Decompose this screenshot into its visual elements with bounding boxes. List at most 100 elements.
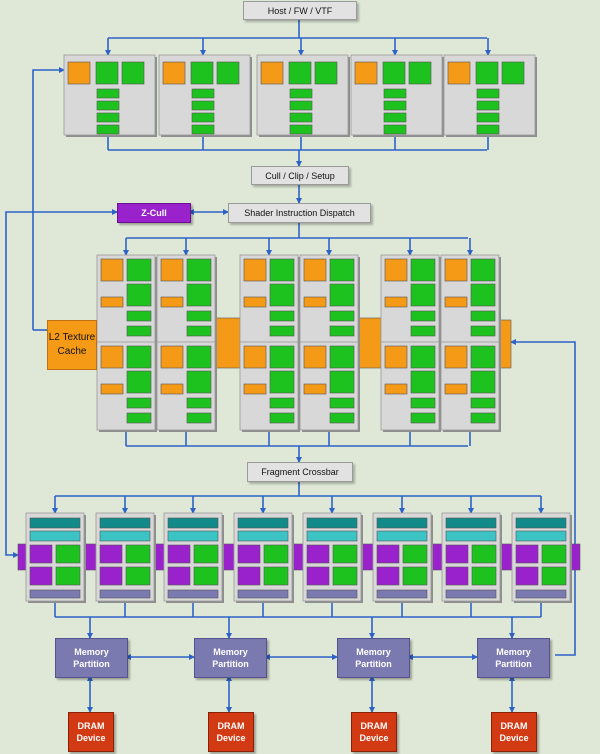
texture-band bbox=[356, 317, 382, 369]
l2-texture-cache-box: L2 Texture Cache bbox=[47, 320, 97, 370]
fragment-tex-unit bbox=[303, 258, 327, 282]
dram-label: DRAM Device bbox=[216, 721, 246, 743]
fragment-alu-small bbox=[186, 412, 212, 424]
rop-purple-unit bbox=[167, 544, 191, 564]
vertex-fifo-unit bbox=[96, 112, 120, 123]
fragment-alu-unit bbox=[329, 258, 355, 282]
vertex-alu-unit bbox=[121, 61, 145, 85]
fragment-alu-unit bbox=[329, 345, 355, 369]
vertex-fifo-unit bbox=[476, 100, 500, 111]
fragment-alu-small bbox=[410, 325, 436, 337]
fragment-tex-cache bbox=[444, 383, 468, 395]
vertex-fifo-unit bbox=[383, 100, 407, 111]
rop-to-zcull-arrow bbox=[5, 209, 118, 495]
rop-cyan-unit bbox=[376, 530, 428, 542]
vertex-fifo-unit bbox=[191, 112, 215, 123]
fragment-tex-cache bbox=[384, 383, 408, 395]
processing-blocks bbox=[17, 54, 581, 603]
fragment-alu-unit bbox=[126, 283, 152, 307]
rop-green-unit bbox=[125, 544, 151, 564]
rop-teal-unit bbox=[306, 517, 358, 529]
rop-green-unit bbox=[332, 544, 358, 564]
rop-green-unit bbox=[193, 566, 219, 586]
rop-green-unit bbox=[402, 566, 428, 586]
dram-device-4: DRAM Device bbox=[491, 712, 537, 752]
fragment-tex-unit bbox=[303, 345, 327, 369]
fragment-tex-unit bbox=[100, 345, 124, 369]
fragment-tex-cache bbox=[444, 296, 468, 308]
host-interface-box: Host / FW / VTF bbox=[243, 1, 357, 20]
host-label: Host / FW / VTF bbox=[267, 5, 333, 16]
shader-dispatch-box: Shader Instruction Dispatch bbox=[228, 203, 371, 223]
memory-partition-label: Memory Partition bbox=[355, 647, 392, 669]
rop-lavender-unit bbox=[306, 589, 358, 599]
fragment-alu-unit bbox=[269, 283, 295, 307]
fragment-alu-small bbox=[329, 412, 355, 424]
memory-to-l2-arrow bbox=[510, 339, 576, 656]
fragment-tex-unit bbox=[100, 258, 124, 282]
fragment-tex-unit bbox=[444, 345, 468, 369]
vertex-fifo-unit bbox=[476, 124, 500, 135]
rop-teal-unit bbox=[515, 517, 567, 529]
fragment-crossbar-box: Fragment Crossbar bbox=[247, 462, 353, 482]
vertex-fifo-unit bbox=[191, 124, 215, 135]
vertex-alu-unit bbox=[216, 61, 240, 85]
fragment-alu-small bbox=[269, 412, 295, 424]
vertex-alu-unit bbox=[190, 61, 214, 85]
vertex-fifo-unit bbox=[383, 88, 407, 99]
fragment-alu-unit bbox=[126, 258, 152, 282]
l2-to-vertex-arrow bbox=[32, 67, 65, 330]
vertex-fifo-unit bbox=[476, 112, 500, 123]
fragment-alu-unit bbox=[329, 283, 355, 307]
fragment-tex-unit bbox=[243, 345, 267, 369]
fragment-alu-small bbox=[186, 397, 212, 409]
rop-lavender-unit bbox=[99, 589, 151, 599]
fragment-alu-unit bbox=[470, 283, 496, 307]
fragment-tex-unit bbox=[444, 258, 468, 282]
fragment-tex-unit bbox=[384, 345, 408, 369]
dram-label: DRAM Device bbox=[76, 721, 106, 743]
fragment-alu-unit bbox=[186, 345, 212, 369]
rop-purple-unit bbox=[237, 566, 261, 586]
rop-green-unit bbox=[55, 566, 81, 586]
rop-purple-unit bbox=[99, 566, 123, 586]
vertex-fifo-unit bbox=[289, 100, 313, 111]
rop-green-unit bbox=[541, 566, 567, 586]
fragment-alu-small bbox=[410, 412, 436, 424]
vertex-orange-unit bbox=[67, 61, 91, 85]
fragment-alu-small bbox=[186, 325, 212, 337]
cull-clip-setup-box: Cull / Clip / Setup bbox=[251, 166, 349, 185]
fragment-alu-unit bbox=[126, 370, 152, 394]
vertex-fifo-unit bbox=[96, 124, 120, 135]
vertex-alu-unit bbox=[288, 61, 312, 85]
rop-lavender-unit bbox=[445, 589, 497, 599]
z-cull-box: Z-Cull bbox=[117, 203, 191, 223]
rop-teal-unit bbox=[445, 517, 497, 529]
memory-partition-1: Memory Partition bbox=[55, 638, 128, 678]
fragment-alu-unit bbox=[126, 345, 152, 369]
fragment-tex-cache bbox=[100, 296, 124, 308]
fragment-alu-unit bbox=[410, 258, 436, 282]
fragment-alu-small bbox=[269, 397, 295, 409]
vertex-fifo-unit bbox=[191, 88, 215, 99]
fragment-tex-cache bbox=[160, 296, 184, 308]
fragment-alu-small bbox=[126, 310, 152, 322]
vertex-fifo-unit bbox=[383, 124, 407, 135]
memory-partition-3: Memory Partition bbox=[337, 638, 410, 678]
rop-purple-unit bbox=[306, 566, 330, 586]
dram-label: DRAM Device bbox=[499, 721, 529, 743]
memory-partition-4: Memory Partition bbox=[477, 638, 550, 678]
shader-dispatch-label: Shader Instruction Dispatch bbox=[244, 208, 355, 218]
rop-green-unit bbox=[471, 566, 497, 586]
rop-green-unit bbox=[402, 544, 428, 564]
fragment-alu-small bbox=[470, 310, 496, 322]
fragment-alu-unit bbox=[329, 370, 355, 394]
zcull-label: Z-Cull bbox=[141, 208, 167, 218]
fragment-alu-unit bbox=[410, 283, 436, 307]
fragment-alu-unit bbox=[186, 370, 212, 394]
zcull-to-rop-arrow bbox=[5, 495, 19, 558]
fragment-alu-unit bbox=[186, 258, 212, 282]
fragment-tex-unit bbox=[384, 258, 408, 282]
memory-partition-label: Memory Partition bbox=[73, 647, 110, 669]
fragment-tex-cache bbox=[243, 296, 267, 308]
